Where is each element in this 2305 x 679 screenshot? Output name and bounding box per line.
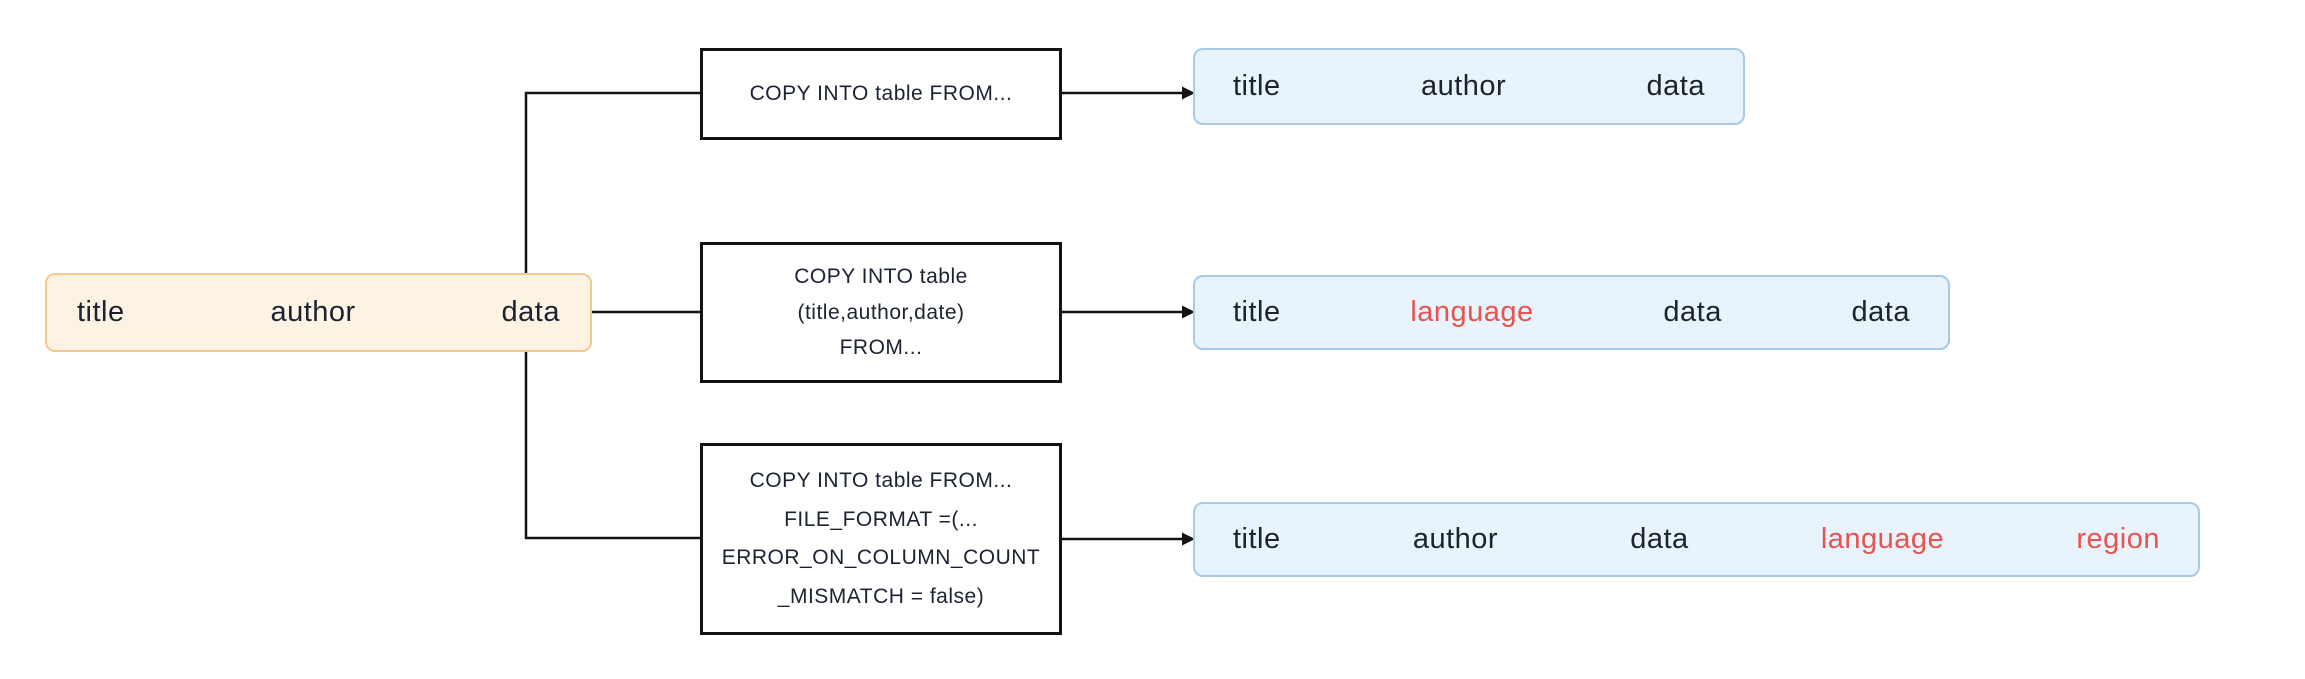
result-2-column-title: title	[1233, 296, 1281, 328]
result-1-column-author: author	[1420, 70, 1507, 102]
command-3-line-4: _MISMATCH = false)	[777, 585, 985, 609]
result-table-box-1: title author data	[1193, 48, 1745, 125]
command-2-line-2: (title,author,date)	[797, 300, 965, 324]
command-3-line-1: COPY INTO table FROM...	[749, 468, 1013, 492]
command-2-line-3: FROM...	[839, 336, 923, 360]
result-3-column-data: data	[1630, 523, 1689, 555]
source-column-title: title	[77, 296, 125, 328]
arrowhead-result-2	[1182, 305, 1195, 319]
result-1-column-title: title	[1233, 70, 1281, 102]
command-3-line-3: ERROR_ON_COLUMN_COUNT	[721, 546, 1041, 570]
result-3-column-title: title	[1233, 523, 1281, 555]
arrowhead-result-1	[1182, 86, 1195, 100]
command-box-3: COPY INTO table FROM... FILE_FORMAT =(..…	[700, 443, 1062, 635]
command-3-line-2: FILE_FORMAT =(...	[784, 507, 978, 531]
source-column-data: data	[501, 296, 560, 328]
command-box-2: COPY INTO table (title,author,date) FROM…	[700, 242, 1062, 383]
command-box-1: COPY INTO table FROM...	[700, 48, 1062, 140]
result-table-box-2: title language data data	[1193, 275, 1950, 350]
result-2-column-data-1: data	[1663, 296, 1722, 328]
command-1-line-1: COPY INTO table FROM...	[749, 82, 1013, 105]
result-2-column-data-2: data	[1851, 296, 1910, 328]
command-2-line-1: COPY INTO table	[794, 264, 968, 288]
result-3-column-author: author	[1412, 523, 1499, 555]
result-3-column-region: region	[2076, 523, 2160, 555]
source-table-box: title author data	[45, 273, 592, 352]
source-column-author: author	[270, 296, 356, 328]
arrowhead-result-3	[1182, 532, 1195, 546]
result-1-column-data: data	[1646, 70, 1705, 102]
result-table-box-3: title author data language region	[1193, 502, 2200, 577]
result-3-column-language: language	[1820, 523, 1945, 555]
result-2-column-language: language	[1410, 296, 1534, 328]
